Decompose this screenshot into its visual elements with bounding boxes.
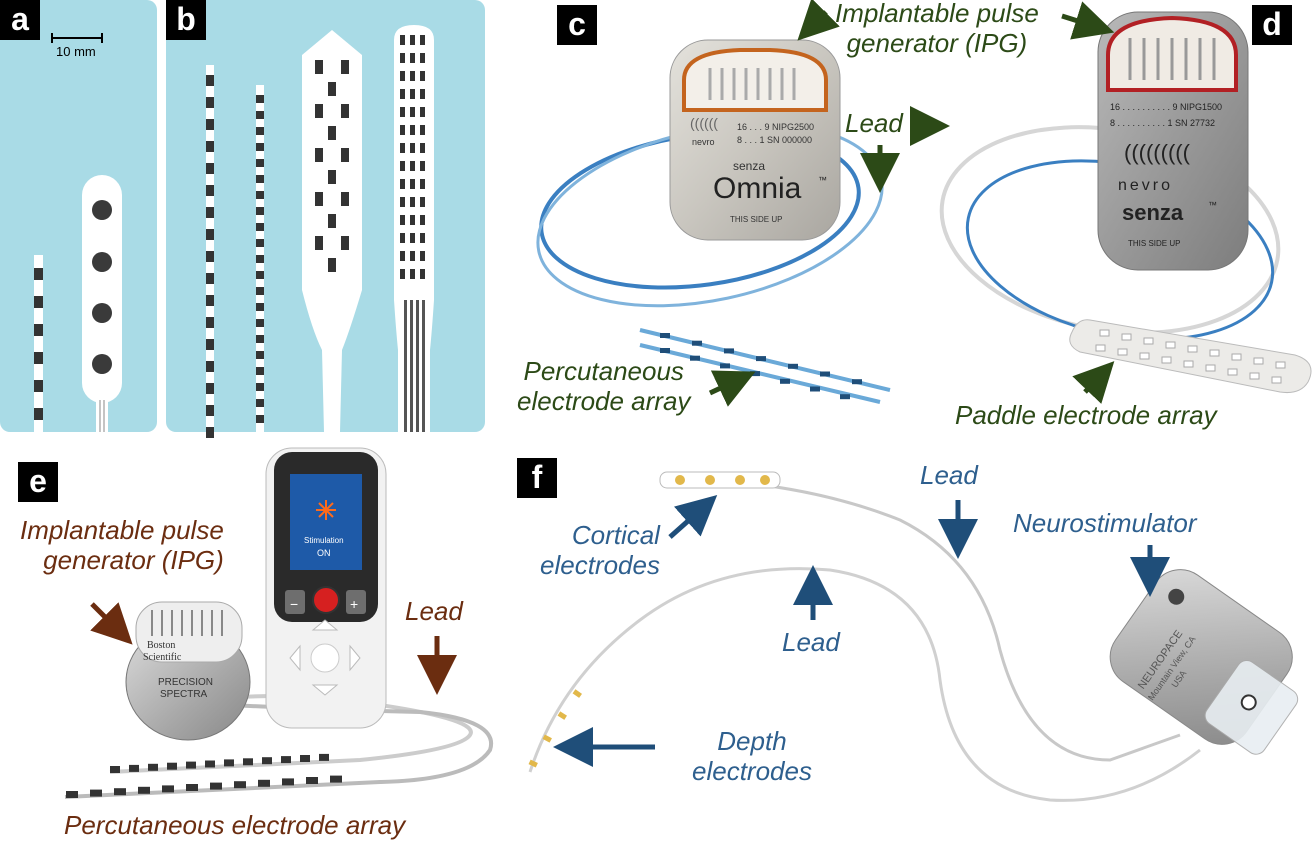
svg-text:16 . . . . . . . . . . 9 N: 16 . . . . . . . . . . 9 NIPG1500 [1110,102,1222,112]
f-lead-bottom-label: Lead [782,627,840,657]
svg-text:8 . . . . . . . . . . 1 SN: 8 . . . . . . . . . . 1 SN 27732 [1110,118,1215,128]
scale-bar-label: 10 mm [56,44,96,59]
c-lead-label: Lead [845,108,903,138]
panel-e-device-text: Boston Scientific PRECISION SPECTRA Stim… [143,536,358,700]
panel-c-device [536,39,891,404]
svg-text:nevro: nevro [1118,177,1173,194]
c-percutaneous-label: Percutaneous electrode array [517,356,691,416]
svg-text:8 . . . 1 SN 000000: 8 . . . 1 SN 000000 [737,135,812,145]
panel-label-f: f [517,458,557,498]
e-lead-label: Lead [405,596,463,626]
panel-c-device-text: (((((( 16 . . . 9 NIPG2500 8 . . . 1 SN … [690,115,827,224]
svg-text:senza: senza [733,159,765,173]
f-neurostimulator-label: Neurostimulator [1013,508,1197,538]
svg-text:ON: ON [317,548,331,558]
panel-e-device [64,447,494,799]
svg-text:−: − [290,596,298,612]
svg-text:Stimulation: Stimulation [304,536,344,545]
svg-text:nevro: nevro [692,137,715,147]
panel-label-b: b [166,0,206,40]
svg-text:SPECTRA: SPECTRA [160,689,208,700]
panel-label-c: c [557,5,597,45]
svg-text:™: ™ [1208,200,1217,210]
svg-text:+: + [350,596,358,612]
svg-text:™: ™ [818,175,827,185]
c-ipg-label: Implantable pulse generator (IPG) [835,0,1039,58]
svg-text:Boston: Boston [147,640,175,651]
e-ipg-label: Implantable pulse generator (IPG) [20,515,224,575]
svg-text:senza: senza [1122,200,1184,225]
panel-b-illustration [166,0,485,438]
d-logo-icon: ((((((((( [1124,140,1191,165]
f-lead-top-label: Lead [920,460,978,490]
panel-a-illustration [0,0,157,432]
svg-text:Scientific: Scientific [143,652,182,663]
svg-text:Omnia: Omnia [713,172,802,205]
f-cortical-label: Cortical electrodes [540,520,660,580]
svg-text:PRECISION: PRECISION [158,677,213,688]
panel-d-device [939,11,1312,393]
e-percutaneous-label: Percutaneous electrode array [64,810,406,840]
panel-label-a: a [0,0,40,40]
sun-icon [316,500,336,520]
panel-d-device-text: 16 . . . . . . . . . . 9 NIPG1500 8 . . … [1110,102,1222,248]
svg-text:THIS SIDE UP: THIS SIDE UP [730,215,782,224]
panel-label-d: d [1252,5,1292,45]
panel-f-device [528,471,1299,802]
panel-label-e: e [18,462,58,502]
svg-text:THIS SIDE UP: THIS SIDE UP [1128,239,1180,248]
annotation-arrows [90,0,1170,767]
c-logo-icon: (((((( [690,115,718,131]
d-paddle-label: Paddle electrode array [955,400,1217,430]
svg-text:16 . . . 9 NIPG2500: 16 . . . 9 NIPG2500 [737,122,814,132]
f-depth-label: Depth electrodes [692,726,812,786]
